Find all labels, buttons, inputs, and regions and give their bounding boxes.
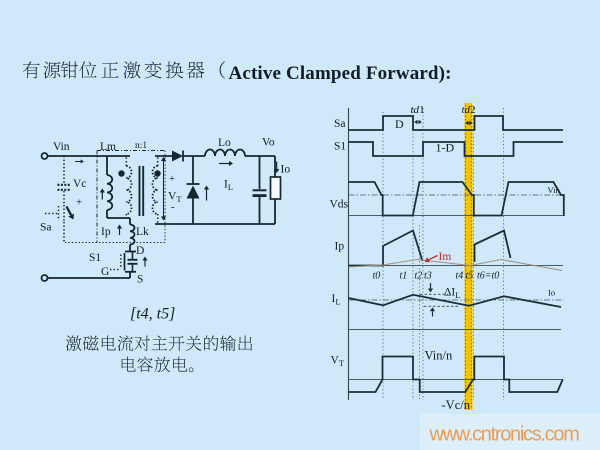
svg-text:S1: S1 — [334, 141, 346, 153]
svg-text:Sa: Sa — [334, 118, 346, 130]
svg-text:D: D — [136, 245, 144, 257]
svg-text:VT: VT — [168, 191, 182, 205]
svg-text:n:1: n:1 — [135, 141, 147, 151]
svg-text:Vin: Vin — [548, 185, 561, 195]
svg-text:t5: t5 — [466, 271, 474, 282]
svg-text:G: G — [101, 266, 109, 278]
svg-text:Vds: Vds — [330, 199, 349, 211]
svg-text:IL: IL — [332, 293, 341, 307]
svg-text:IL: IL — [224, 179, 233, 193]
svg-text:D: D — [395, 117, 404, 131]
svg-text:+: + — [76, 197, 82, 209]
svg-text:Ip: Ip — [335, 241, 345, 253]
svg-text:t1: t1 — [400, 271, 408, 282]
svg-text:Vin: Vin — [53, 141, 70, 153]
svg-text:td1: td1 — [411, 104, 425, 116]
svg-text:t0: t0 — [373, 271, 381, 282]
svg-text:Io: Io — [548, 288, 555, 298]
svg-text:www.cntronics.com: www.cntronics.com — [429, 424, 580, 446]
svg-text:S: S — [137, 274, 143, 286]
svg-text:Sa: Sa — [40, 222, 52, 234]
svg-text:[t4, t5]: [t4, t5] — [130, 306, 175, 323]
svg-text:Active Clamped Forward):: Active Clamped Forward): — [229, 63, 452, 84]
svg-text:-Vc/n: -Vc/n — [442, 398, 471, 412]
svg-text:Lm: Lm — [100, 141, 116, 153]
svg-text:t6=t0: t6=t0 — [477, 271, 499, 282]
svg-text:1-D: 1-D — [436, 141, 455, 155]
svg-text:td2: td2 — [462, 104, 476, 116]
svg-text:ΔIL: ΔIL — [444, 287, 460, 301]
svg-text:t3: t3 — [424, 271, 432, 282]
svg-text:+: + — [169, 174, 175, 185]
svg-text:S1: S1 — [89, 252, 101, 264]
svg-text:Vo: Vo — [262, 137, 275, 149]
svg-text:t2: t2 — [415, 271, 423, 282]
svg-text:VT: VT — [331, 355, 345, 369]
svg-text:-: - — [171, 202, 175, 213]
svg-text:Lk: Lk — [136, 226, 149, 238]
svg-text:Io: Io — [281, 164, 291, 176]
svg-text:Vc: Vc — [73, 178, 86, 190]
svg-text:t4: t4 — [456, 271, 464, 282]
svg-text:Vin/n: Vin/n — [425, 349, 453, 363]
svg-text:Ip: Ip — [101, 226, 111, 238]
svg-text:Im: Im — [439, 251, 452, 263]
svg-text:Lo: Lo — [218, 137, 231, 149]
